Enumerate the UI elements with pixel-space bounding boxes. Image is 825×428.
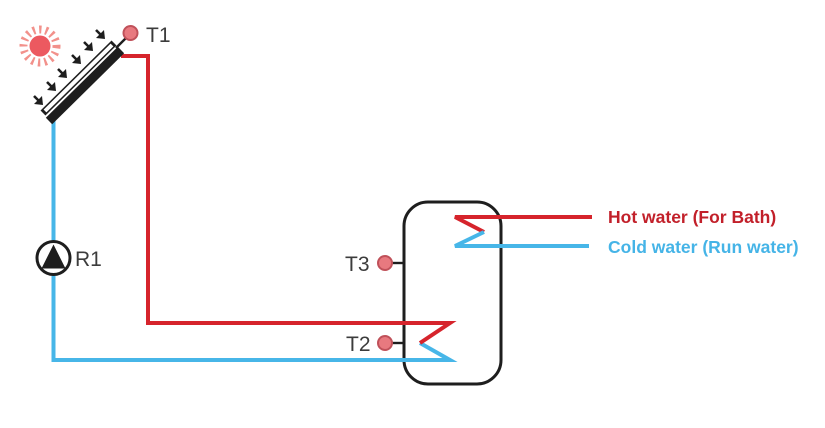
sensor-t3-label: T3 — [345, 253, 370, 276]
sensor-t1-connector — [115, 37, 127, 49]
solar-collector — [40, 40, 125, 125]
arrow-down-right-icon — [57, 68, 67, 78]
sensor-t2-label: T2 — [346, 333, 371, 356]
sensor-dot-icon — [122, 25, 139, 41]
arrow-down-right-icon — [71, 54, 81, 64]
sensor-dot-icon — [377, 255, 393, 271]
arrow-down-right-icon — [95, 29, 105, 39]
hot-water-label: Hot water (For Bath) — [608, 207, 776, 227]
collector-absorber — [45, 46, 125, 125]
tank-hot-outlet-pipe — [454, 215, 592, 234]
sun-rays — [19, 25, 61, 67]
sun-icon — [19, 25, 61, 67]
sensor-t1-label: T1 — [146, 24, 171, 47]
sensor-t3 — [377, 255, 405, 271]
cold-water-label: Cold water (Run water) — [608, 237, 799, 257]
sensor-t1 — [115, 25, 139, 49]
collector-glass-inner — [43, 43, 114, 113]
sun-core — [29, 35, 51, 57]
sensor-dot-icon — [377, 335, 393, 351]
tank-cold-inlet-pipe — [454, 230, 589, 248]
hot-pipe — [121, 54, 457, 345]
arrow-down-right-icon — [33, 95, 43, 105]
arrow-down-right-icon — [46, 81, 56, 91]
pump-rotor-triangle — [41, 244, 66, 269]
solar-irradiance-arrows — [33, 29, 105, 105]
pump-r1 — [35, 240, 72, 276]
sensor-t2 — [377, 335, 405, 351]
arrow-down-right-icon — [83, 41, 93, 51]
storage-tank — [402, 200, 503, 386]
pump-r1-label: R1 — [75, 248, 102, 271]
